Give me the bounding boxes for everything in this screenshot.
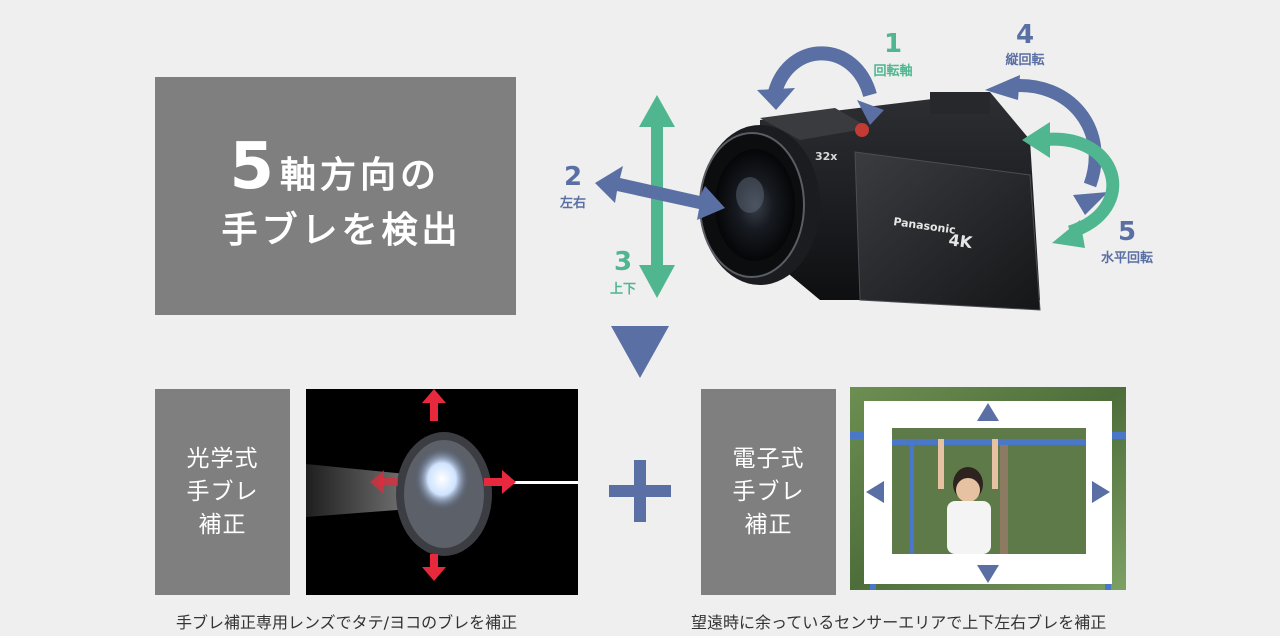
axis-3-label: 上下 [610,282,636,297]
axis-4-label: 縦回転 [1005,52,1044,68]
title-text: 5 軸方向の 手ブレを検出 [221,130,461,257]
axis-5-arrow [1022,122,1120,248]
electronic-line1: 電子式 [732,445,805,472]
4k-badge: 4K [947,230,974,252]
electronic-line2: 手ブレ [732,478,805,505]
title-line1: 軸方向の [280,155,441,196]
title-box: 5 軸方向の 手ブレを検出 [155,77,516,315]
optical-line3: 補正 [198,511,247,538]
plus-icon [609,460,671,522]
title-line2: 手ブレを検出 [221,210,462,251]
axis-2-arrow [595,166,725,220]
optical-line1: 光学式 [186,445,259,472]
optical-stabilization-label: 光学式 手ブレ 補正 [155,389,290,595]
axis-1-arrow [757,46,884,125]
axis-3-arrow [639,95,675,298]
electronic-stabilization-label: 電子式 手ブレ 補正 [701,389,836,595]
zoom-label: 32x [815,150,837,163]
lens-shift-arrows [370,389,516,581]
optical-lens-illustration [306,389,578,595]
title-number: 5 [229,130,275,204]
axis-2-label: 左右 [560,195,586,211]
optical-line2: 手ブレ [186,478,259,505]
electronic-caption: 望遠時に余っているセンサーエリアで上下左右ブレを補正 [691,613,1107,632]
optical-caption: 手ブレ補正専用レンズでタテ/ヨコのブレを補正 [176,613,518,632]
electronic-line3: 補正 [744,511,793,538]
axis-4-arrow [985,75,1108,215]
camcorder-illustration: Panasonic 4K 32x [699,92,1041,311]
axis-3-number: 3 [614,247,632,277]
axis-5-label: 水平回転 [1101,250,1153,266]
axis-1-number: 1 [884,29,902,59]
axis-2-number: 2 [564,162,582,192]
down-arrow-icon [611,326,669,378]
crop-direction-arrows [866,403,1110,583]
camera-axis-diagram: Panasonic 4K 32x 1 回転軸 2 左右 3 上下 4 縦回転 5… [560,20,1153,311]
axis-1-label: 回転軸 [873,63,912,79]
axis-4-number: 4 [1016,20,1034,50]
sensor-crop-illustration [850,387,1126,590]
axis-5-number: 5 [1118,217,1136,247]
